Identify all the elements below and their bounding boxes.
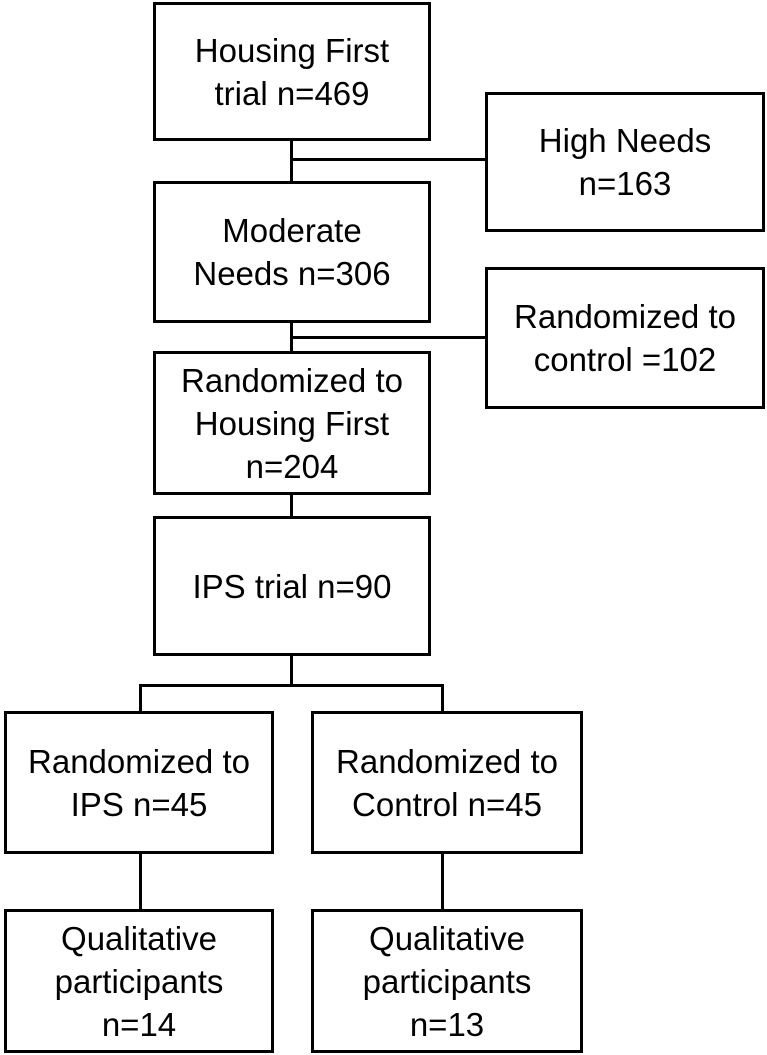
box-text-line: Housing First [194, 31, 390, 69]
ips-trial-box: IPS trial n=90 [153, 516, 431, 656]
connector-split-to-randomized-control [441, 684, 444, 714]
box-text-line: High Needs [538, 122, 712, 159]
connector-randomized-hf-to-ips-trial [290, 492, 293, 519]
box-text-line: Qualitative [61, 919, 217, 957]
randomized-ips-box: Randomized to IPS n=45 [4, 711, 274, 854]
box-text-line: n=14 [101, 1005, 177, 1043]
box-text-line: Randomized to [181, 361, 403, 399]
connector-ips-trial-stem [290, 653, 293, 687]
randomized-housing-first-box: Randomized to Housing First n=204 [153, 351, 431, 495]
randomized-control-box: Randomized to control =102 [485, 267, 765, 409]
box-text-line: n=204 [245, 447, 339, 485]
box-text-line: Qualitative [369, 919, 525, 957]
connector-randomized-control-to-qualitative [441, 851, 444, 912]
box-text-line: IPS n=45 [70, 785, 208, 823]
box-text-line: Control n=45 [352, 785, 542, 823]
box-text-line: participants [362, 962, 532, 1000]
box-text-line: Moderate [222, 212, 362, 249]
box-text-line: Randomized to [28, 742, 250, 780]
box-text-line: control =102 [533, 341, 717, 378]
qualitative-ips-box: Qualitative participants n=14 [4, 909, 274, 1053]
connector-trial-to-moderate [290, 138, 293, 184]
box-text-line: Needs n=306 [193, 255, 391, 292]
qualitative-control-box: Qualitative participants n=13 [311, 909, 583, 1053]
box-text-line: n=163 [578, 165, 672, 202]
box-text-line: Randomized to [514, 298, 736, 335]
box-text-line: Housing First [194, 404, 390, 442]
high-needs-box: High Needs n=163 [485, 92, 765, 232]
box-text-line: n=13 [409, 1005, 485, 1043]
connector-moderate-to-control [290, 336, 488, 339]
connector-split-to-randomized-ips [139, 684, 142, 714]
connector-trial-to-high-needs [290, 158, 488, 161]
connector-ips-split-bar [139, 684, 444, 687]
connector-randomized-ips-to-qualitative [139, 851, 142, 912]
box-text-line: Randomized to [336, 742, 558, 780]
box-text-line: trial n=469 [214, 74, 370, 112]
randomized-control-ips-box: Randomized to Control n=45 [311, 711, 583, 854]
housing-first-trial-box: Housing First trial n=469 [153, 2, 431, 141]
box-text-line: participants [54, 962, 224, 1000]
moderate-needs-box: Moderate Needs n=306 [153, 181, 431, 323]
box-text-line: IPS trial n=90 [192, 567, 392, 605]
